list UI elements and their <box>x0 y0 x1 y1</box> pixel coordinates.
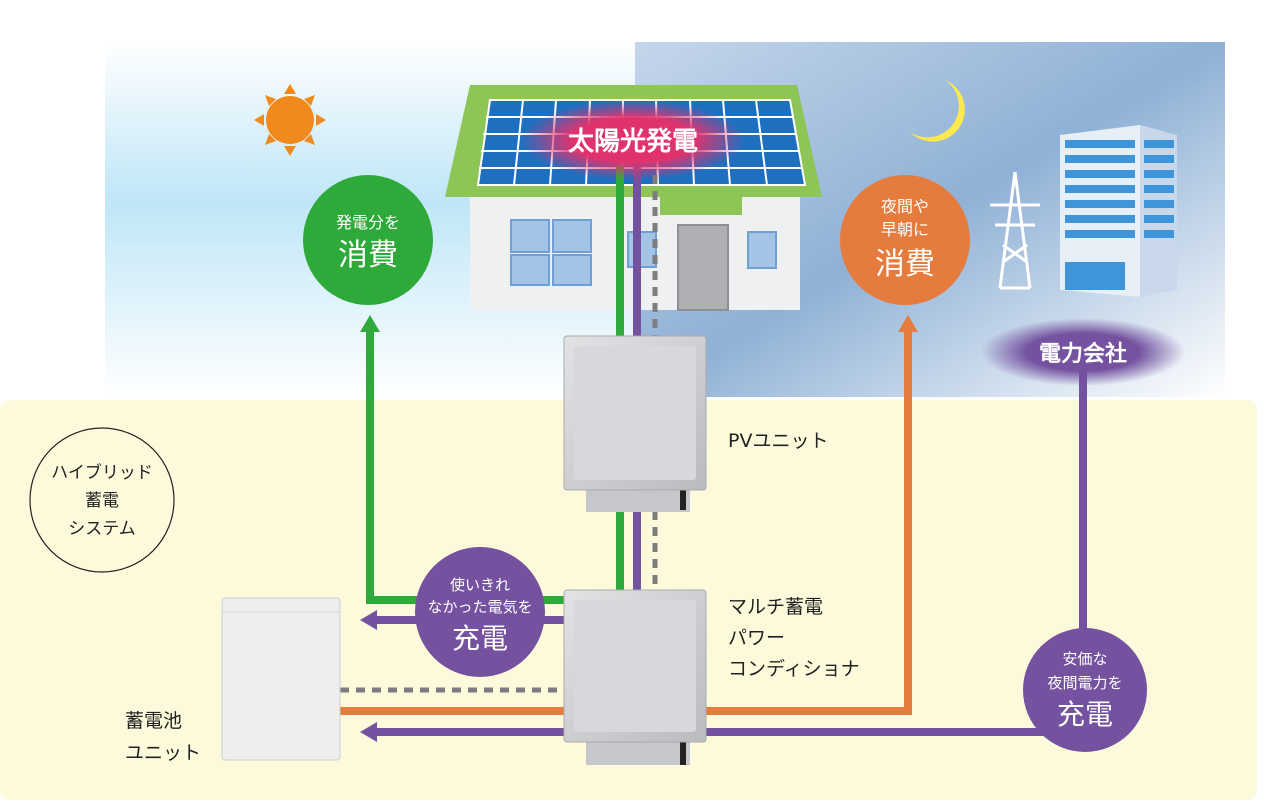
bubble-surplus-charge: 使いきれ なかった電気を 充電 <box>415 547 545 677</box>
hybrid-system-badge: ハイブリッド 蓄電 システム <box>29 427 175 573</box>
bubble-night-consume: 夜間や 早朝に 消費 <box>840 175 970 305</box>
power-conditioner-unit <box>563 589 707 765</box>
solar-glow <box>521 100 745 180</box>
power-conditioner-label: マルチ蓄電 パワー コンディショナ <box>728 596 860 680</box>
svg-text:システム: システム <box>68 519 136 539</box>
battery-unit-label: 蓄電池 ユニット <box>125 710 201 764</box>
solar-generation-label: 太陽光発電 <box>568 127 698 157</box>
svg-text:なかった電気を: なかった電気を <box>427 598 532 616</box>
power-tower-icon <box>990 171 1040 290</box>
office-building-icon <box>1060 125 1177 297</box>
svg-text:使いきれ: 使いきれ <box>450 576 510 594</box>
utility-company-label: 電力会社 <box>1039 341 1127 367</box>
svg-text:安価な: 安価な <box>1062 650 1107 668</box>
svg-text:ハイブリッド: ハイブリッド <box>51 462 153 483</box>
sun-icon <box>254 84 326 156</box>
orange-arrow <box>340 330 912 715</box>
svg-text:ユニット: ユニット <box>125 742 201 764</box>
svg-text:充電: 充電 <box>452 622 508 655</box>
bubble-night-charge: 安価な 夜間電力を 充電 <box>1023 628 1147 752</box>
svg-text:消費: 消費 <box>875 247 935 282</box>
svg-text:パワー: パワー <box>728 627 785 649</box>
pv-unit <box>563 335 707 512</box>
svg-text:発電分を: 発電分を <box>336 213 400 232</box>
moon-icon <box>910 80 965 142</box>
svg-text:コンディショナ: コンディショナ <box>728 658 860 680</box>
pv-unit-label: PVユニット <box>728 430 828 452</box>
svg-text:夜間や: 夜間や <box>881 197 929 216</box>
svg-text:マルチ蓄電: マルチ蓄電 <box>728 596 823 618</box>
door <box>677 224 729 311</box>
svg-text:充電: 充電 <box>1057 698 1113 731</box>
svg-text:消費: 消費 <box>338 238 398 273</box>
svg-text:蓄電池: 蓄電池 <box>125 710 182 732</box>
battery-unit <box>221 597 341 761</box>
svg-text:早朝に: 早朝に <box>881 220 929 239</box>
bubble-self-consume: 発電分を 消費 <box>303 175 433 305</box>
svg-text:夜間電力を: 夜間電力を <box>1047 674 1122 692</box>
svg-text:蓄電: 蓄電 <box>85 491 119 511</box>
utility-glow <box>981 318 1185 386</box>
